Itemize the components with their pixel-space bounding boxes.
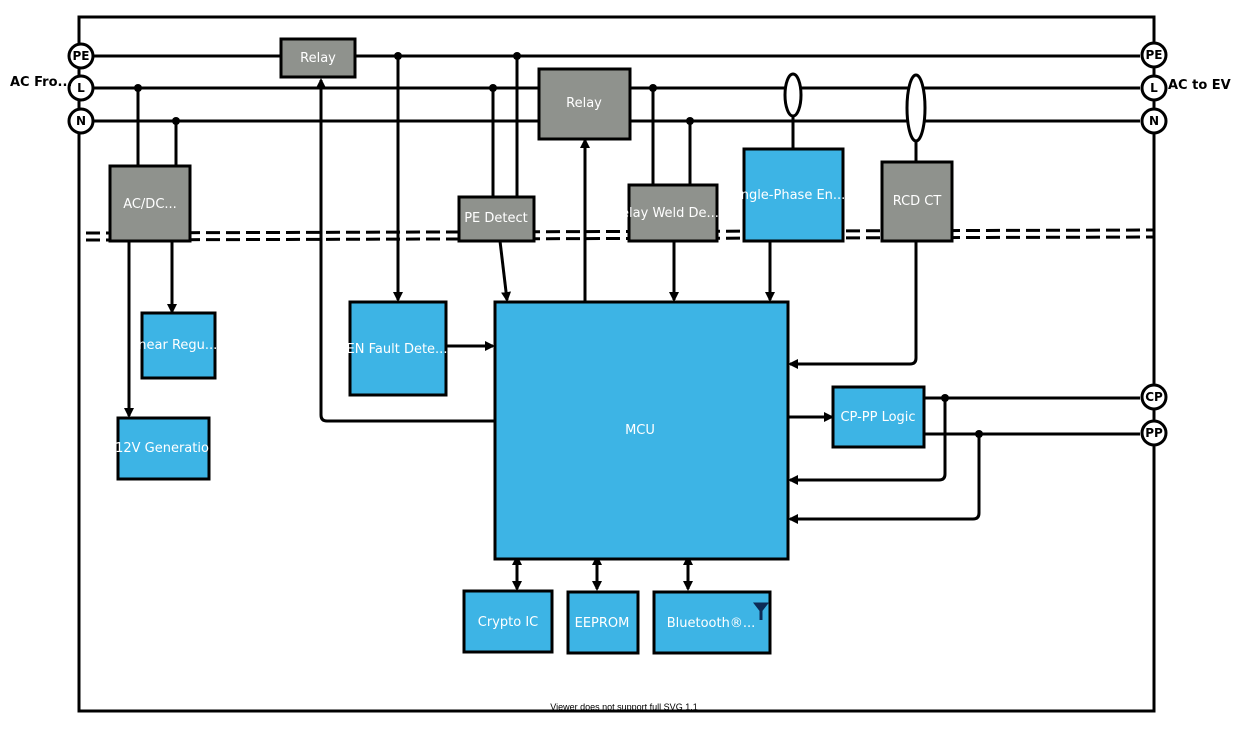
mcu-label: MCU — [625, 423, 655, 438]
crypto-ic-label: Crypto IC — [478, 615, 538, 630]
cp-pp-logic-label: CP-PP Logic — [840, 410, 915, 425]
rcd-ct-label: RCD CT — [893, 194, 942, 209]
relay-pe-label: Relay — [300, 51, 336, 66]
12v-generation-label: 12V Generatio — [115, 441, 209, 456]
svg-text:L: L — [77, 81, 85, 95]
terminal-n-right: N — [1140, 107, 1168, 135]
relay-pe-block: Relay — [279, 37, 357, 79]
current-coil-rcd — [905, 73, 927, 143]
current-coil-single-phase — [783, 72, 803, 118]
gen-fault-label: EN Fault Dete... — [347, 342, 448, 357]
linear-reg-block: inear Regu... — [135, 311, 218, 380]
terminal-n-left: N — [67, 107, 95, 135]
terminal-cp: CP — [1140, 383, 1168, 411]
pe-detect-label: PE Detect — [464, 211, 528, 226]
antenna-icon — [752, 602, 770, 620]
enclosure-frame — [77, 15, 1156, 713]
eeprom-block: EEPROM — [566, 590, 640, 655]
svg-text:PE: PE — [1146, 48, 1163, 62]
connections — [124, 56, 1140, 591]
svg-text:N: N — [76, 114, 86, 128]
terminal-l-left: L — [67, 74, 95, 102]
gen-fault-block: EN Fault Dete... — [347, 300, 448, 397]
pe-detect-block: PE Detect — [457, 195, 536, 243]
relay-weld-block: elay Weld De... — [621, 183, 719, 243]
relay-weld-label: elay Weld De... — [621, 206, 719, 221]
ac-dc-label: AC/DC... — [123, 197, 177, 212]
svg-text:PP: PP — [1145, 426, 1163, 440]
bluetooth-block: Bluetooth®... — [652, 590, 772, 655]
linear-reg-label: inear Regu... — [135, 338, 218, 353]
12v-generation-block: 12V Generatio — [115, 416, 211, 481]
viewer-warning: Viewer does not support full SVG 1.1 — [550, 702, 697, 712]
rcd-ct-block: RCD CT — [880, 160, 954, 243]
junction-dots — [134, 52, 983, 438]
terminal-pp: PP — [1140, 419, 1168, 447]
single-phase-block: ngle-Phase En... — [741, 147, 846, 243]
ac-to-ev-label: AC to EV — [1168, 78, 1231, 93]
svg-text:PE: PE — [73, 49, 90, 63]
terminal-pe-right: PE — [1140, 41, 1168, 69]
eeprom-label: EEPROM — [575, 616, 630, 631]
terminal-l-right: L — [1140, 74, 1168, 102]
ac-from-label: AC Fro... — [10, 75, 72, 90]
terminal-pe-left: PE — [67, 42, 95, 70]
svg-text:CP: CP — [1145, 390, 1163, 404]
cp-pp-logic-block: CP-PP Logic — [831, 385, 926, 449]
mcu-block: MCU — [493, 300, 790, 561]
bluetooth-label: Bluetooth®... — [667, 616, 756, 631]
svg-text:L: L — [1150, 81, 1158, 95]
crypto-ic-block: Crypto IC — [462, 589, 554, 654]
single-phase-label: ngle-Phase En... — [741, 188, 846, 203]
relay-main-block: Relay — [537, 67, 632, 141]
isolation-barrier — [85, 228, 1155, 242]
ac-dc-block: AC/DC... — [108, 164, 192, 243]
relay-main-label: Relay — [566, 96, 602, 111]
svg-text:N: N — [1149, 114, 1159, 128]
